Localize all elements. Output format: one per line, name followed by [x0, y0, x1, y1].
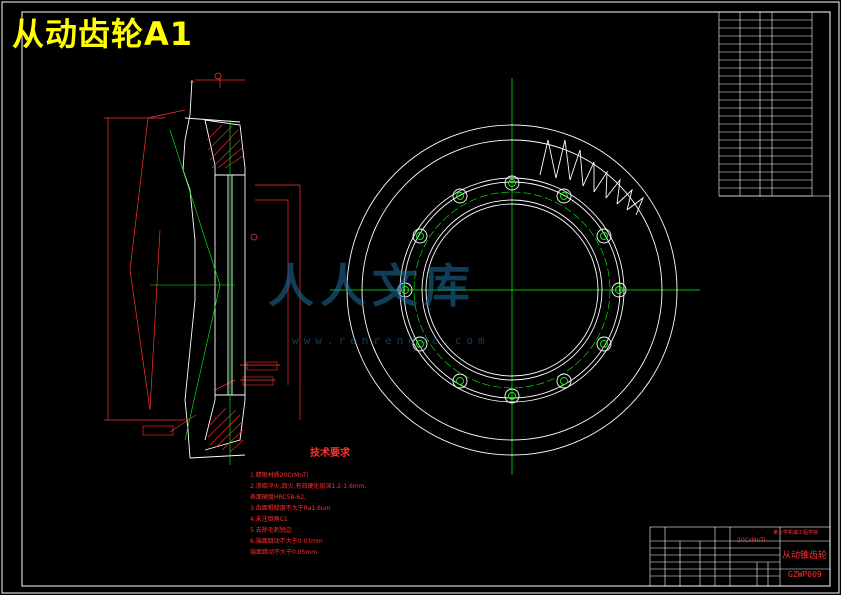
- inner-border: [21, 11, 831, 587]
- requirement-item: 6.端面跳动不大于0.03mm: [250, 538, 323, 545]
- requirement-item: 4.未注倒角C1: [250, 516, 288, 523]
- requirement-item: 2.渗碳淬火,回火,有效硬化层深1.2-1.6mm,: [250, 483, 367, 490]
- requirement-item: 5.去除毛刺锐边: [250, 527, 292, 534]
- front-view: [330, 78, 700, 475]
- section-view: [104, 72, 301, 465]
- title-block: [649, 526, 831, 587]
- requirement-item: 表面硬度HRC58-62,: [250, 494, 306, 501]
- title-block-part-name: 从动锥齿轮: [782, 551, 828, 561]
- title-block-material: 20CrMnTi: [737, 537, 766, 544]
- drawing-title: 从动齿轮A1: [12, 15, 194, 53]
- watermark-url: www.renrendoc.com: [292, 334, 490, 347]
- watermark-brand: 人人文库: [268, 259, 476, 313]
- parameter-table: [718, 11, 831, 197]
- requirement-item: 端面跳动不大于0.05mm: [250, 549, 318, 556]
- technical-requirements-title: 技术要求: [310, 448, 350, 459]
- title-block-organization: 某大学机械工程学院: [773, 530, 819, 536]
- requirement-item: 1.精锻材质20CrMnTi: [250, 472, 309, 479]
- technical-requirements-list: 1.精锻材质20CrMnTi 2.渗碳淬火,回火,有效硬化层深1.2-1.6mm…: [250, 470, 366, 558]
- requirement-item: 3.齿面粗糙度不大于Ra1.6um: [250, 505, 331, 512]
- title-block-drawing-code: GZWP009: [788, 570, 822, 579]
